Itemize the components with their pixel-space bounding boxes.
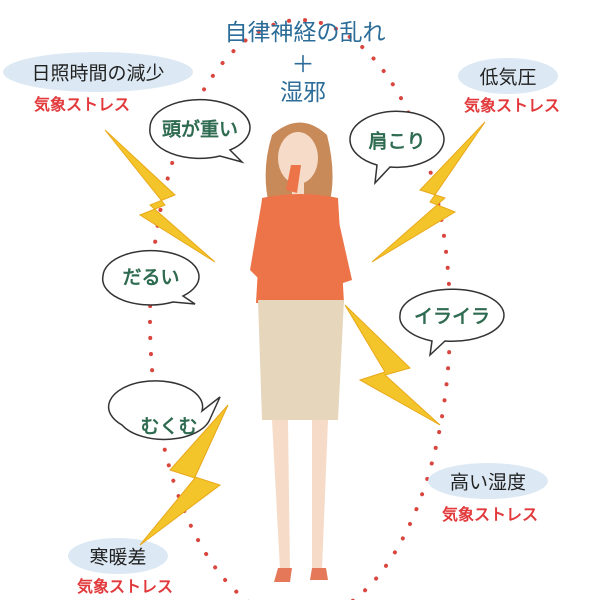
- speech-bubble: [149, 98, 251, 164]
- symptom-heavy-head: 頭が重い: [161, 118, 239, 141]
- speech-bubble: [101, 249, 200, 306]
- factor-humidity: 高い湿度: [449, 471, 527, 494]
- woman-figure: [250, 122, 352, 582]
- title-line1: 自律神経の乱れ: [224, 20, 386, 46]
- symptom-irritation: イライラ: [413, 305, 491, 328]
- factor-daylight: 日照時間の減少: [31, 62, 165, 85]
- stress-label: 気象ストレス: [33, 95, 131, 114]
- stress-label: 気象ストレス: [441, 505, 539, 524]
- factor-bubble: [3, 52, 193, 92]
- factor-low-pressure: 低気圧: [479, 66, 537, 89]
- stress-label: 気象ストレス: [76, 577, 174, 596]
- speech-bubble: [399, 288, 505, 357]
- factor-bubble: [68, 538, 168, 574]
- symptom-stiff-shoulders: 肩こり: [368, 130, 426, 153]
- title-line2: 湿邪: [280, 80, 326, 106]
- speech-bubble: [107, 380, 221, 441]
- speech-bubble: [349, 110, 445, 186]
- factor-bubble: [428, 463, 548, 499]
- lightning-bolt-icon: [344, 304, 441, 426]
- stress-label: 気象ストレス: [463, 96, 561, 115]
- lightning-bolt-icon: [104, 129, 216, 263]
- symptom-swelling: むくむ: [140, 415, 198, 438]
- lightning-bolt-icon: [371, 121, 486, 263]
- symptom-fatigue: だるい: [122, 266, 180, 289]
- factor-bubble: [458, 58, 558, 94]
- lightning-bolt-icon: [139, 404, 229, 546]
- factor-temperature-gap: 寒暖差: [89, 546, 147, 569]
- title-plus: ＋: [291, 52, 315, 78]
